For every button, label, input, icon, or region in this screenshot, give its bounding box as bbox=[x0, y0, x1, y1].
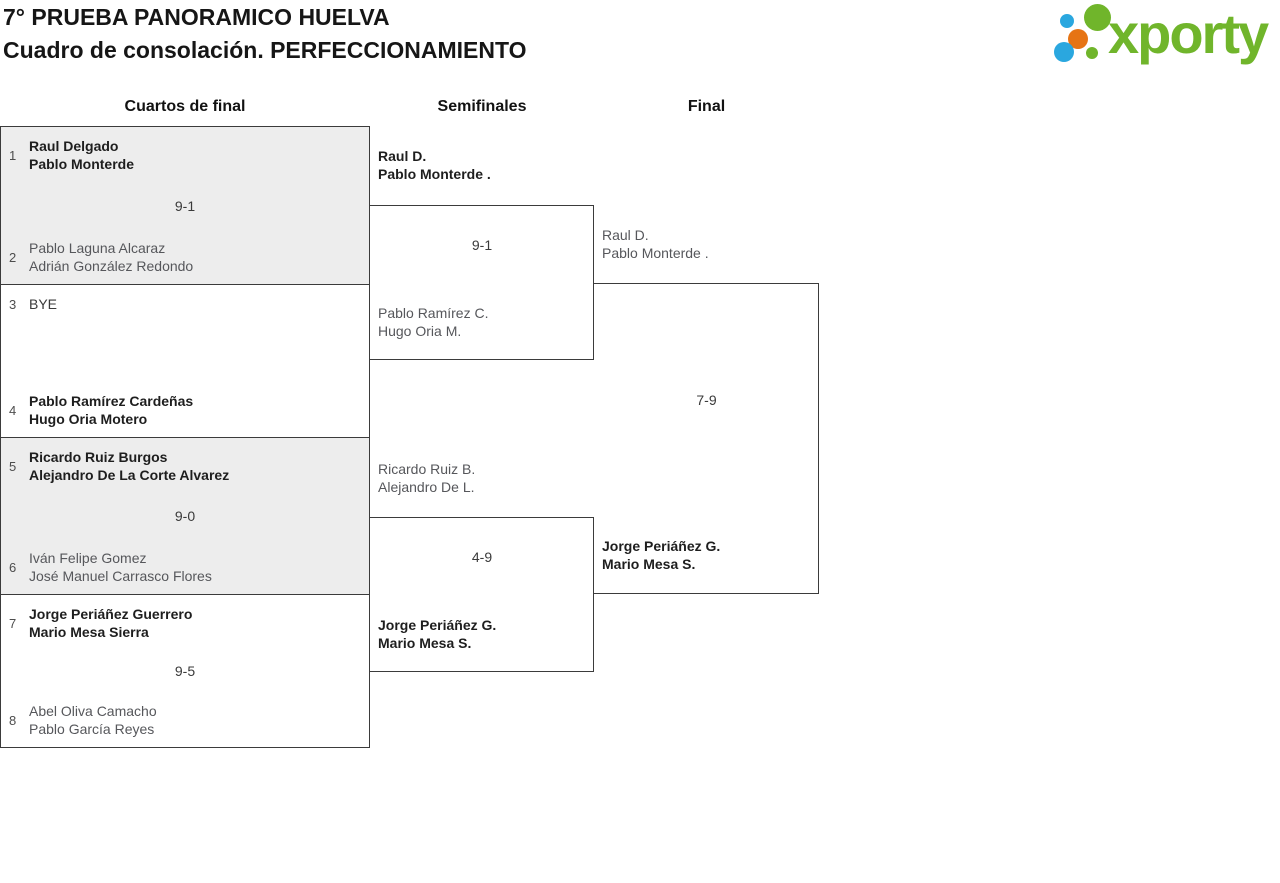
final-match bbox=[594, 283, 819, 594]
team-names: Pablo Laguna Alcaraz Adrián González Red… bbox=[29, 239, 193, 275]
player-name: Pablo Laguna Alcaraz bbox=[29, 240, 166, 256]
player-name: Hugo Oria Motero bbox=[29, 411, 148, 427]
seed-number: 7 bbox=[9, 615, 17, 631]
seed-number: 4 bbox=[9, 402, 17, 418]
team-label: Jorge Periáñez G. Mario Mesa S. bbox=[602, 537, 720, 573]
seed-number: 8 bbox=[9, 712, 17, 728]
logo-wordmark: xporty bbox=[1108, 2, 1269, 65]
player-name: Pablo Ramírez Cardeñas bbox=[29, 393, 194, 409]
team-names: Jorge Periáñez Guerrero Mario Mesa Sierr… bbox=[29, 605, 192, 641]
match-score: 4-9 bbox=[471, 549, 493, 565]
player-name: Mario Mesa S. bbox=[602, 556, 696, 572]
sf-match-2 bbox=[370, 517, 594, 672]
qf-match-1: 1 Raul Delgado Pablo Monterde 9-1 2 Pabl… bbox=[1, 127, 369, 285]
logo-dot-blue-large bbox=[1054, 42, 1074, 62]
player-name: José Manuel Carrasco Flores bbox=[29, 568, 212, 584]
player-name: Raul D. bbox=[378, 148, 427, 164]
sf-match-1 bbox=[370, 205, 594, 360]
quarterfinals-column: 1 Raul Delgado Pablo Monterde 9-1 2 Pabl… bbox=[0, 126, 370, 748]
team-names: Raul Delgado Pablo Monterde bbox=[29, 137, 134, 173]
qf-match-4: 7 Jorge Periáñez Guerrero Mario Mesa Sie… bbox=[1, 595, 369, 747]
player-name: Iván Felipe Gomez bbox=[29, 550, 147, 566]
team-names: Pablo Ramírez Cardeñas Hugo Oria Motero bbox=[29, 392, 193, 428]
player-name: Jorge Periáñez G. bbox=[602, 538, 721, 554]
team-row: 4 Pablo Ramírez Cardeñas Hugo Oria Moter… bbox=[9, 392, 361, 428]
round-header-semifinals: Semifinales bbox=[437, 98, 527, 115]
team-row: 2 Pablo Laguna Alcaraz Adrián González R… bbox=[9, 239, 361, 275]
match-score: 9-0 bbox=[174, 508, 196, 524]
player-name: Pablo Ramírez C. bbox=[378, 305, 489, 321]
player-name: Pablo Monterde . bbox=[602, 245, 709, 261]
xporty-logo[interactable]: xporty bbox=[1050, 0, 1280, 70]
player-name: Alejandro De La Corte Alvarez bbox=[29, 467, 230, 483]
player-name: Hugo Oria M. bbox=[378, 323, 462, 339]
seed-number: 1 bbox=[9, 147, 17, 163]
player-name: Mario Mesa Sierra bbox=[29, 624, 149, 640]
team-label: Ricardo Ruiz B. Alejandro De L. bbox=[378, 460, 475, 496]
team-row: 8 Abel Oliva Camacho Pablo García Reyes bbox=[9, 702, 361, 738]
match-score: 9-1 bbox=[471, 237, 493, 253]
seed-number: 2 bbox=[9, 249, 17, 265]
team-label: Raul D. Pablo Monterde . bbox=[378, 147, 491, 183]
logo-dot-blue-small bbox=[1060, 14, 1074, 28]
match-score: 9-1 bbox=[174, 197, 196, 214]
logo-dot-green-small bbox=[1086, 47, 1098, 59]
page-title: 7° PRUEBA PANORAMICO HUELVA bbox=[3, 4, 390, 30]
team-row: 7 Jorge Periáñez Guerrero Mario Mesa Sie… bbox=[9, 605, 361, 641]
player-name: Ricardo Ruiz Burgos bbox=[29, 449, 168, 465]
player-name: Ricardo Ruiz B. bbox=[378, 461, 476, 477]
team-names: Iván Felipe Gomez José Manuel Carrasco F… bbox=[29, 549, 212, 585]
logo-dot-green-large bbox=[1084, 4, 1111, 31]
team-label: Raul D. Pablo Monterde . bbox=[602, 226, 709, 262]
player-name: Jorge Periáñez Guerrero bbox=[29, 606, 193, 622]
match-score: 9-5 bbox=[174, 663, 196, 679]
seed-number: 6 bbox=[9, 559, 17, 575]
team-row: 6 Iván Felipe Gomez José Manuel Carrasco… bbox=[9, 549, 361, 585]
team-row: 5 Ricardo Ruiz Burgos Alejandro De La Co… bbox=[9, 448, 361, 484]
team-row: 3 BYE bbox=[9, 295, 361, 313]
team-names: Abel Oliva Camacho Pablo García Reyes bbox=[29, 702, 157, 738]
player-name: Adrián González Redondo bbox=[29, 258, 194, 274]
qf-match-2: 3 BYE 4 Pablo Ramírez Cardeñas Hugo Oria… bbox=[1, 285, 369, 438]
page-subtitle: Cuadro de consolación. PERFECCIONAMIENTO bbox=[3, 37, 527, 63]
player-name: Alejandro De L. bbox=[378, 479, 475, 495]
player-name: Pablo Monterde . bbox=[378, 166, 491, 182]
team-row: 1 Raul Delgado Pablo Monterde bbox=[9, 137, 361, 173]
match-score: 7-9 bbox=[696, 392, 717, 408]
team-names: Ricardo Ruiz Burgos Alejandro De La Cort… bbox=[29, 448, 229, 484]
seed-number: 5 bbox=[9, 458, 17, 474]
player-name: BYE bbox=[29, 296, 58, 312]
player-name: Pablo Monterde bbox=[29, 156, 135, 172]
team-names: BYE bbox=[29, 295, 57, 313]
player-name: Mario Mesa S. bbox=[378, 635, 472, 651]
player-name: Raul D. bbox=[602, 227, 649, 243]
qf-match-3: 5 Ricardo Ruiz Burgos Alejandro De La Co… bbox=[1, 438, 369, 595]
player-name: Raul Delgado bbox=[29, 138, 119, 154]
team-label: Pablo Ramírez C. Hugo Oria M. bbox=[378, 304, 488, 340]
round-header-quarterfinals: Cuartos de final bbox=[124, 98, 246, 115]
team-label: Jorge Periáñez G. Mario Mesa S. bbox=[378, 616, 496, 652]
round-header-final: Final bbox=[687, 98, 726, 115]
logo-dot-orange bbox=[1068, 29, 1088, 49]
player-name: Abel Oliva Camacho bbox=[29, 703, 157, 719]
player-name: Jorge Periáñez G. bbox=[378, 617, 497, 633]
player-name: Pablo García Reyes bbox=[29, 721, 155, 737]
seed-number: 3 bbox=[9, 296, 17, 312]
